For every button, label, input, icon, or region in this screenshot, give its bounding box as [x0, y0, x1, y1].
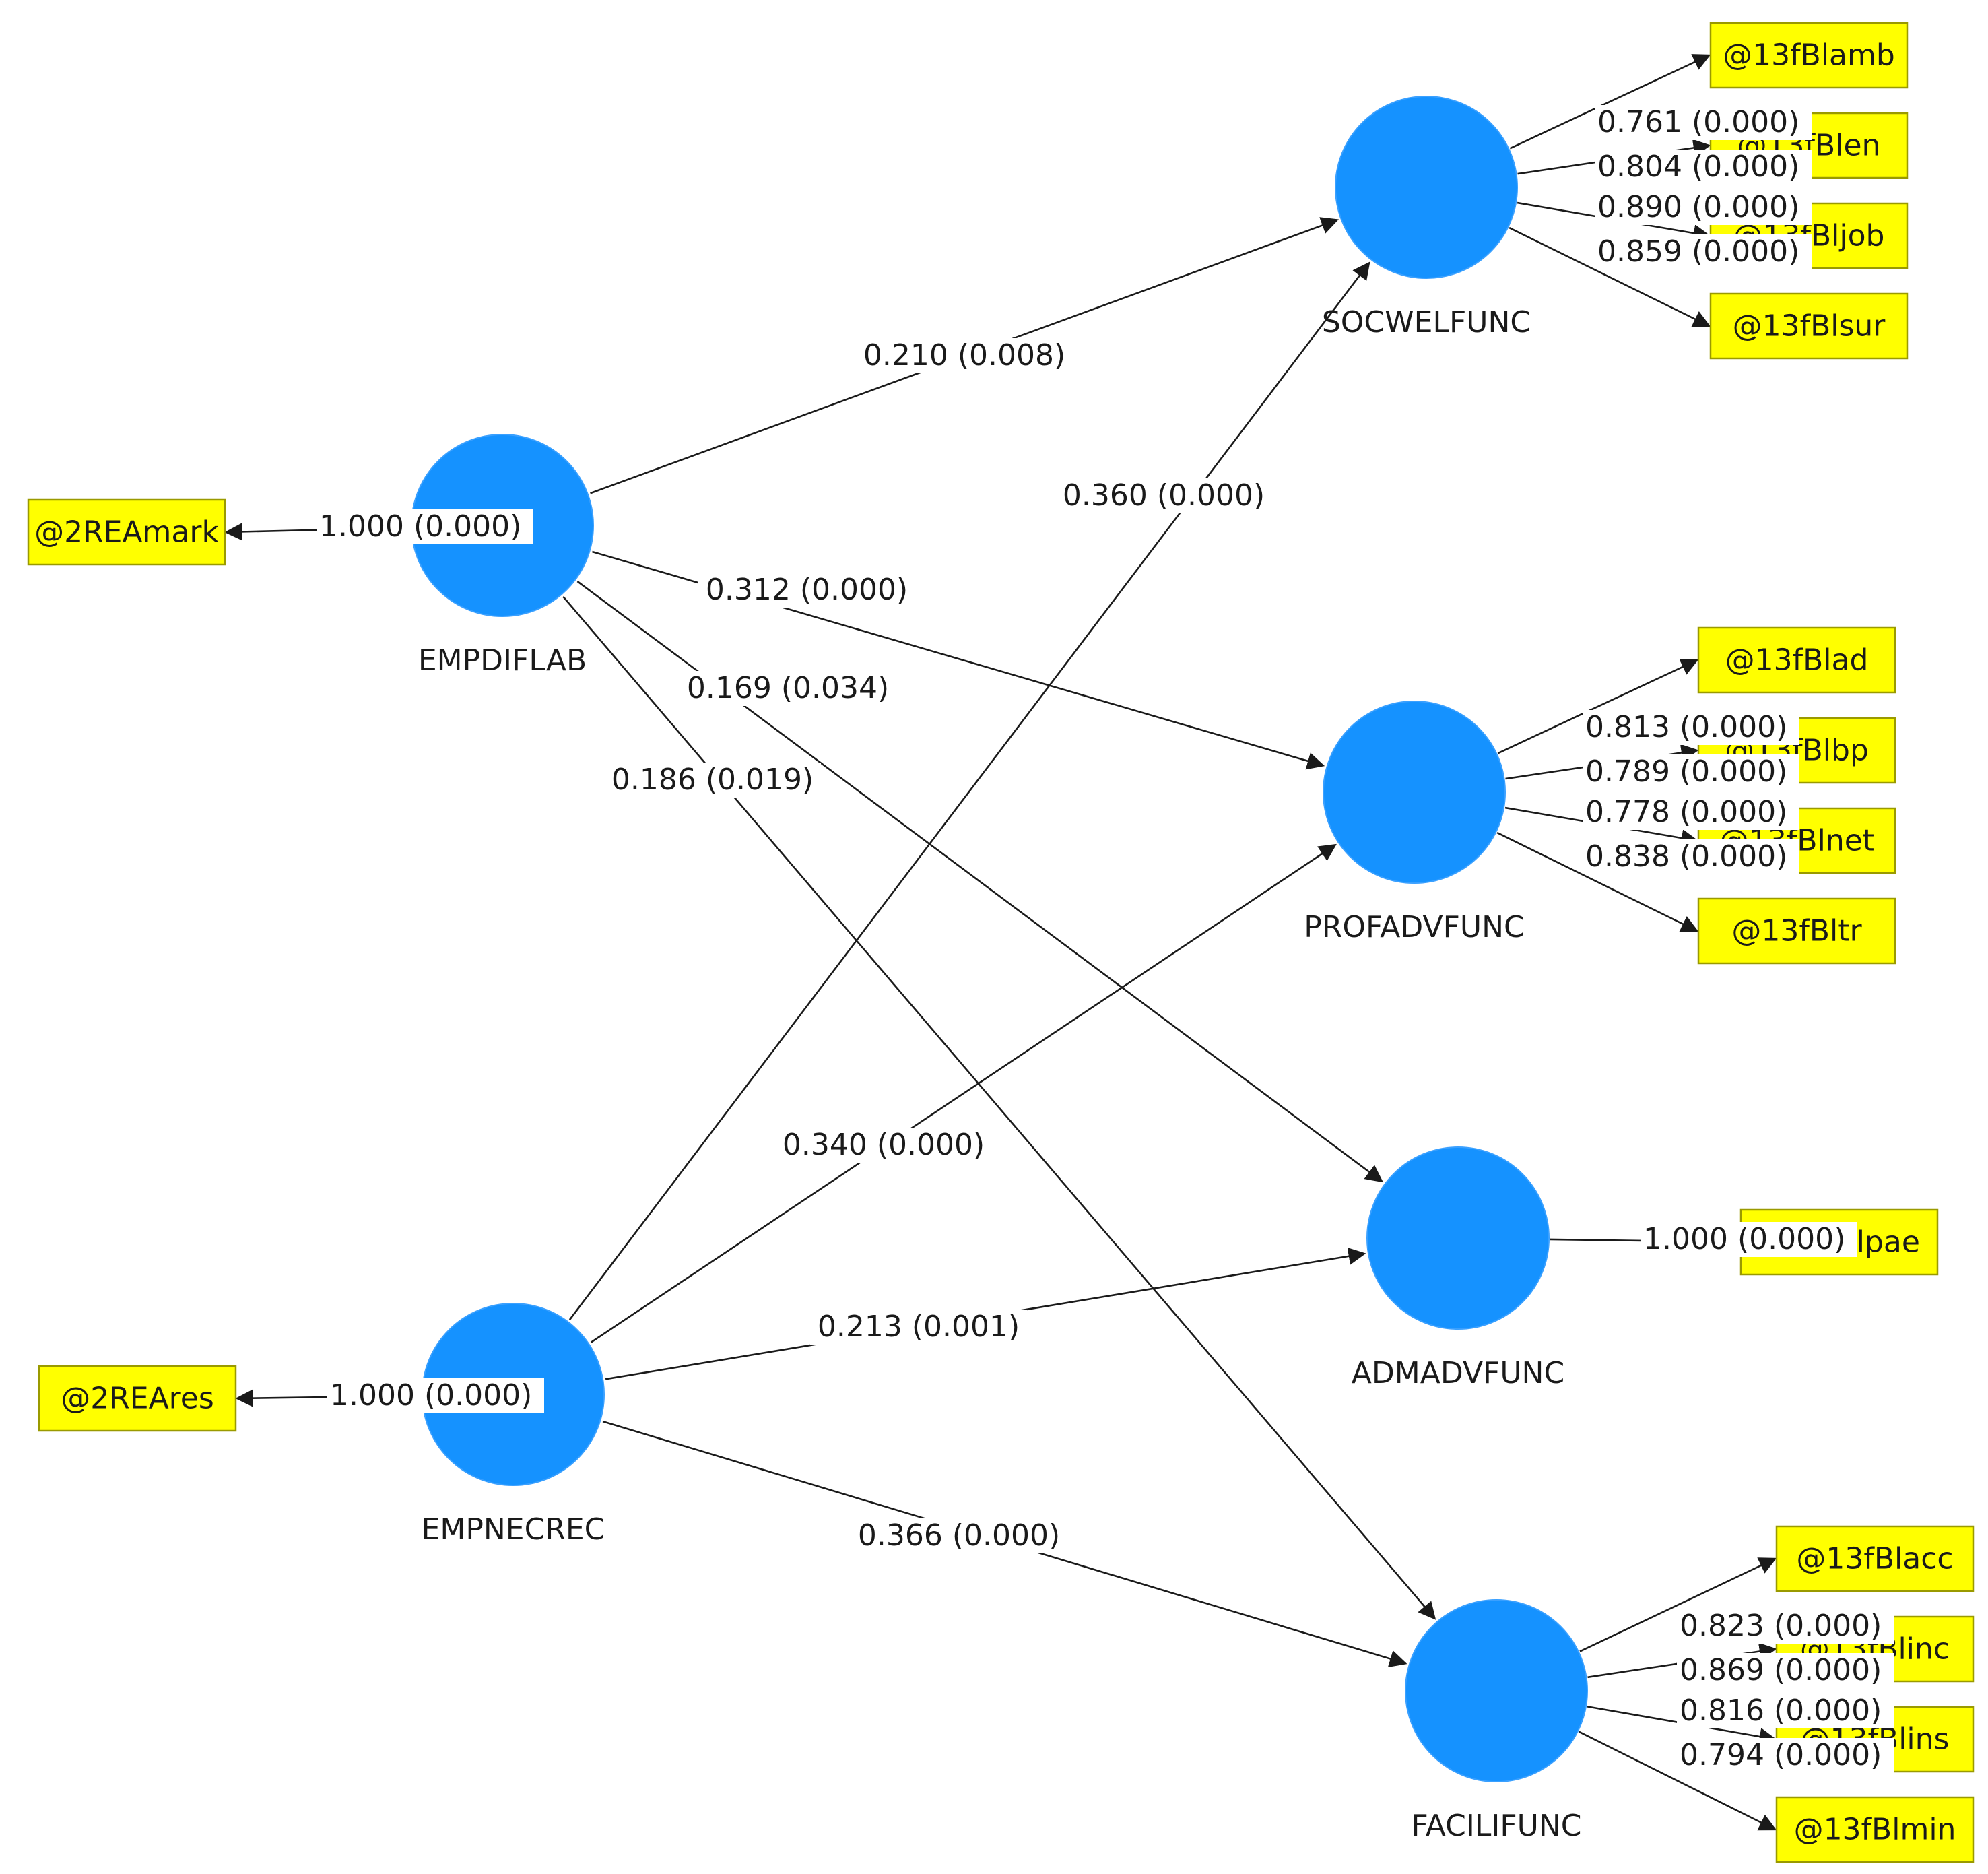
path-coefficient-label-bg — [810, 1310, 1027, 1345]
construct-label: PROFADVFUNC — [1304, 910, 1524, 944]
loading-label-bg — [1595, 105, 1812, 140]
indicator-label: @13fBltr — [1731, 914, 1862, 948]
indicators-layer: @2REAmark@2REAres@13fBlamb@13fBlen@13fBl… — [27, 22, 1975, 1863]
indicator-13fblad[interactable] — [1697, 626, 1896, 694]
path-coefficient-label: 0.340 (0.000) — [783, 1128, 985, 1162]
loading-arrow-13fblmin — [1579, 1731, 1777, 1831]
construct-label: FACILIFUNC — [1412, 1809, 1582, 1843]
loading-label: 0.804 (0.000) — [1597, 150, 1799, 184]
construct-facilifunc[interactable] — [1405, 1599, 1588, 1782]
loading-label: 0.761 (0.000) — [1597, 105, 1799, 139]
path-coefficient-label-bg — [1055, 478, 1272, 513]
edges-layer — [224, 54, 1777, 1831]
loading-label: 0.869 (0.000) — [1680, 1653, 1882, 1687]
loading-label: 0.890 (0.000) — [1597, 190, 1799, 224]
construct-admadvfunc[interactable] — [1366, 1146, 1550, 1330]
loading-label-bg — [1583, 754, 1799, 789]
loading-label: 1.000 (0.000) — [330, 1378, 532, 1413]
loading-label-bg — [1677, 1609, 1894, 1644]
loading-label-bg — [327, 1378, 544, 1413]
construct-label: EMPNECREC — [422, 1512, 605, 1547]
path-coefficient-label: 0.312 (0.000) — [706, 573, 908, 607]
loading-label-bg — [1595, 234, 1812, 269]
loading-label: 0.838 (0.000) — [1585, 839, 1787, 874]
loading-arrow-13fblacc — [1579, 1557, 1777, 1652]
path-coefficient-label: 0.360 (0.000) — [1063, 478, 1265, 513]
loading-label-bg — [1677, 1738, 1894, 1773]
path-coefficient-label-bg — [604, 763, 821, 798]
path-coefficient-label: 0.169 (0.034) — [687, 671, 889, 705]
loading-label-bg — [1677, 1653, 1894, 1688]
path-arrow-empnecrec-socwelfunc — [568, 261, 1370, 1320]
loading-arrow-13fblamb — [1509, 54, 1711, 150]
construct-label: ADMADVFUNC — [1352, 1356, 1564, 1390]
construct-label: SOCWELFUNC — [1322, 305, 1531, 340]
indicator-13fblsur[interactable] — [1709, 292, 1909, 360]
indicator-label: @13fBlamb — [1723, 38, 1895, 73]
path-arrow-empnecrec-profadvfunc — [590, 843, 1337, 1343]
path-coefficient-label-bg — [851, 1518, 1067, 1553]
construct-socwelfunc[interactable] — [1335, 96, 1518, 279]
loading-label-bg — [1583, 710, 1799, 745]
indicator-13fbltr[interactable] — [1697, 897, 1896, 965]
construct-label: EMPDIFLAB — [418, 643, 587, 678]
indicator-label: @13fBlad — [1725, 643, 1869, 678]
loading-label: 0.859 (0.000) — [1597, 234, 1799, 269]
indicator-label: @13fBlmin — [1794, 1813, 1956, 1847]
loading-label-bg — [1583, 839, 1799, 874]
indicator-label: @13fBlacc — [1796, 1542, 1953, 1576]
loading-arrow-13fbltr — [1496, 831, 1699, 932]
indicator-13fblacc[interactable] — [1775, 1525, 1975, 1592]
loading-label-bg — [1595, 190, 1812, 225]
path-coefficient-label: 0.213 (0.001) — [818, 1310, 1020, 1344]
loading-label: 0.778 (0.000) — [1585, 795, 1787, 829]
indicator-label: @2REAmark — [34, 515, 219, 550]
construct-profadvfunc[interactable] — [1323, 701, 1506, 884]
loading-arrow-13fblsur — [1509, 226, 1711, 327]
loading-label-bg — [1641, 1222, 1857, 1257]
path-coefficient-label-bg — [680, 671, 896, 706]
loading-label-bg — [317, 509, 533, 544]
loading-label-bg — [1583, 795, 1799, 830]
loading-label: 1.000 (0.000) — [319, 509, 521, 544]
loading-label: 0.813 (0.000) — [1585, 710, 1787, 744]
path-arrow-empdiflab-facilifunc — [562, 595, 1436, 1620]
indicator-label: @2REAres — [61, 1382, 214, 1416]
indicator-13fblamb[interactable] — [1709, 22, 1909, 89]
loading-label: 0.789 (0.000) — [1585, 754, 1787, 789]
path-coefficient-label: 0.366 (0.000) — [858, 1518, 1060, 1553]
labels-layer: 0.210 (0.008) 0.312 (0.000) 0.169 (0.034) 0… — [317, 105, 1894, 1773]
path-coefficient-label: 0.210 (0.008) — [863, 338, 1065, 373]
indicator-label: @13fBlsur — [1733, 309, 1886, 344]
indicator-2reamark[interactable] — [27, 498, 226, 566]
loading-label-bg — [1595, 150, 1812, 185]
loading-label: 1.000 (0.000) — [1643, 1222, 1845, 1256]
indicator-2reares[interactable] — [38, 1365, 237, 1432]
loading-label-bg — [1677, 1693, 1894, 1728]
path-coefficient-label-bg — [698, 573, 915, 608]
loading-arrow-13fblad — [1497, 659, 1699, 754]
indicator-13fblmin[interactable] — [1775, 1796, 1975, 1863]
loading-label: 0.823 (0.000) — [1680, 1609, 1882, 1643]
path-coefficient-label-bg — [775, 1128, 992, 1163]
loading-label: 0.794 (0.000) — [1680, 1738, 1882, 1772]
path-coefficient-label-bg — [856, 338, 1073, 373]
path-coefficient-label: 0.186 (0.019) — [611, 763, 814, 797]
loading-label: 0.816 (0.000) — [1680, 1693, 1882, 1728]
